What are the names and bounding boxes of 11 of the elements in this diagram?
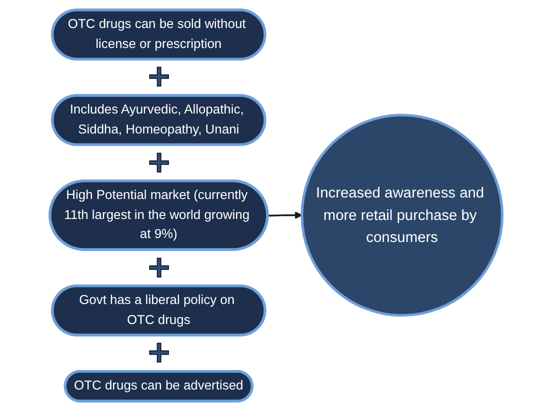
circle-node: Increased awareness and more retail purchase by consumers [301, 114, 504, 317]
plus-sign: + [146, 62, 172, 92]
ellipse-node: OTC drugs can be sold without license or prescription [51, 8, 267, 60]
ellipse-node: High Potential market (currently 11th largest in the world growing at 9%) [49, 180, 270, 251]
ellipse-node: Includes Ayurvedic, Allopathic, Siddha, Homeopathy, Unani [51, 94, 267, 146]
plus-sign: + [146, 338, 172, 368]
plus-sign: + [146, 252, 172, 283]
plus-sign: + [146, 148, 172, 178]
ellipse-node: OTC drugs can be advertised [64, 370, 254, 402]
ellipse-node: Govt has a liberal policy on OTC drugs [51, 284, 267, 336]
arrow [268, 211, 303, 220]
